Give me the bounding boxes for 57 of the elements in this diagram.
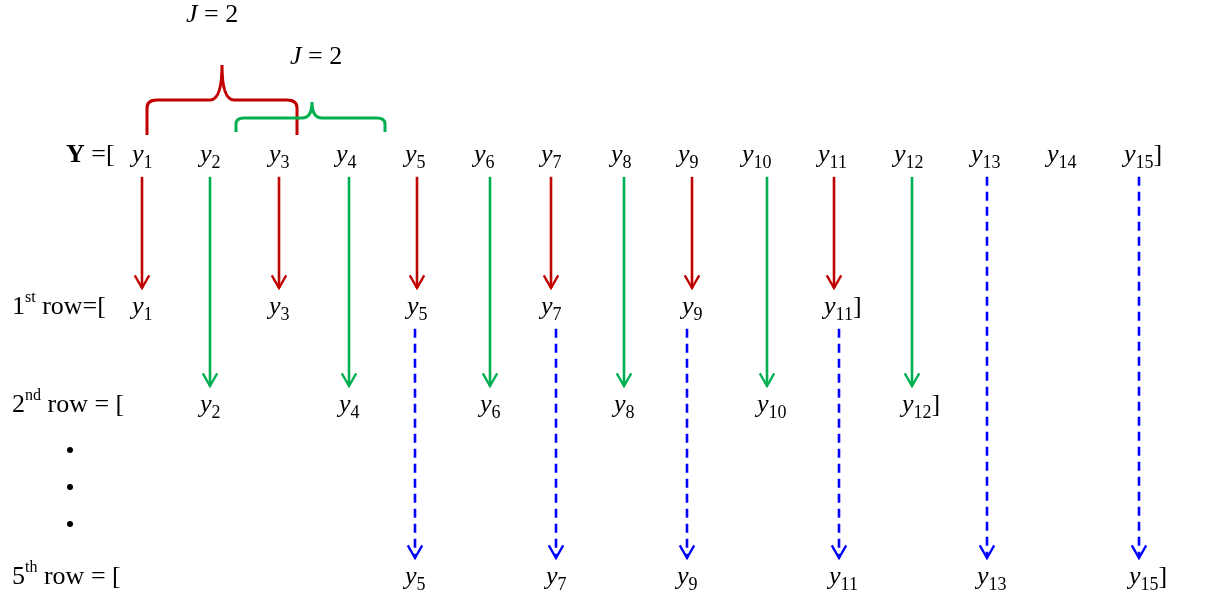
- arrow: [1130, 176, 1148, 560]
- sequence-element: y$_{8}$: [611, 140, 632, 173]
- arrow: [406, 328, 424, 560]
- sequence-element: y$_{13}$: [977, 562, 1007, 595]
- arrow: [133, 176, 151, 290]
- arrow: [683, 176, 701, 290]
- arrow: [615, 176, 633, 388]
- arrow: [903, 176, 921, 388]
- arrow: [201, 176, 219, 388]
- sequence-element: y$_{10}$: [757, 390, 787, 423]
- arrow: [408, 176, 426, 290]
- sequence-element: y$_{5}$: [405, 140, 426, 173]
- sequence-element: y$_{2}$: [200, 390, 221, 423]
- sequence-element: y$_{7}$: [541, 292, 562, 325]
- sequence-element: y$_{15}$]: [1124, 140, 1163, 173]
- sequence-element: y$_{3}$: [269, 140, 290, 173]
- bracket-label: J = 2: [186, 0, 239, 29]
- sequence-element: y$_{1}$: [132, 140, 153, 173]
- arrow: [758, 176, 776, 388]
- sequence-element: y$_{10}$: [742, 140, 772, 173]
- arrow: [830, 328, 848, 560]
- sequence-element: y$_{2}$: [200, 140, 221, 173]
- sequence-element: y$_{9}$: [677, 562, 698, 595]
- sequence-element: y$_{4}$: [336, 140, 357, 173]
- arrow: [678, 328, 696, 560]
- sequence-element: y$_{9}$: [678, 140, 699, 173]
- sequence-element: y$_{6}$: [474, 140, 495, 173]
- sequence-element: y$_{9}$: [682, 292, 703, 325]
- arrow: [547, 328, 565, 560]
- sequence-element: y$_{15}$]: [1129, 562, 1168, 595]
- arrow: [825, 176, 843, 290]
- sequence-element: y$_{8}$: [614, 390, 635, 423]
- sequence-element: y$_{6}$: [480, 390, 501, 423]
- sequence-element: y$_{11}$: [818, 140, 847, 173]
- sequence-element: y$_{13}$: [971, 140, 1001, 173]
- sequence-element: y$_{5}$: [405, 562, 426, 595]
- arrow: [340, 176, 358, 388]
- sequence-element: y$_{7}$: [546, 562, 567, 595]
- sequence-element: y$_{12}$]: [902, 390, 941, 423]
- sequence-element: y$_{11}$]: [824, 292, 862, 325]
- sequence-element: y$_{5}$: [407, 292, 428, 325]
- sequence-element: y$_{14}$: [1047, 140, 1077, 173]
- sequence-element: y$_{12}$: [894, 140, 924, 173]
- arrow: [270, 176, 288, 290]
- arrow: [542, 176, 560, 290]
- sequence-element: y$_{11}$: [829, 562, 858, 595]
- sequence-element: y$_{3}$: [269, 292, 290, 325]
- bracket-label: J = 2: [290, 42, 343, 71]
- sequence-element: y$_{1}$: [132, 292, 153, 325]
- row-label: 2$^{nd}$ row = [: [12, 386, 125, 419]
- sequence-element: y$_{7}$: [541, 140, 562, 173]
- row-label: Y =[: [66, 140, 115, 169]
- arrow: [481, 176, 499, 388]
- arrow: [978, 176, 996, 560]
- sequence-element: y$_{4}$: [339, 390, 360, 423]
- row-label: 1$^{st}$ row=[: [12, 288, 106, 321]
- row-label: 5$^{th}$ row = [: [12, 558, 121, 591]
